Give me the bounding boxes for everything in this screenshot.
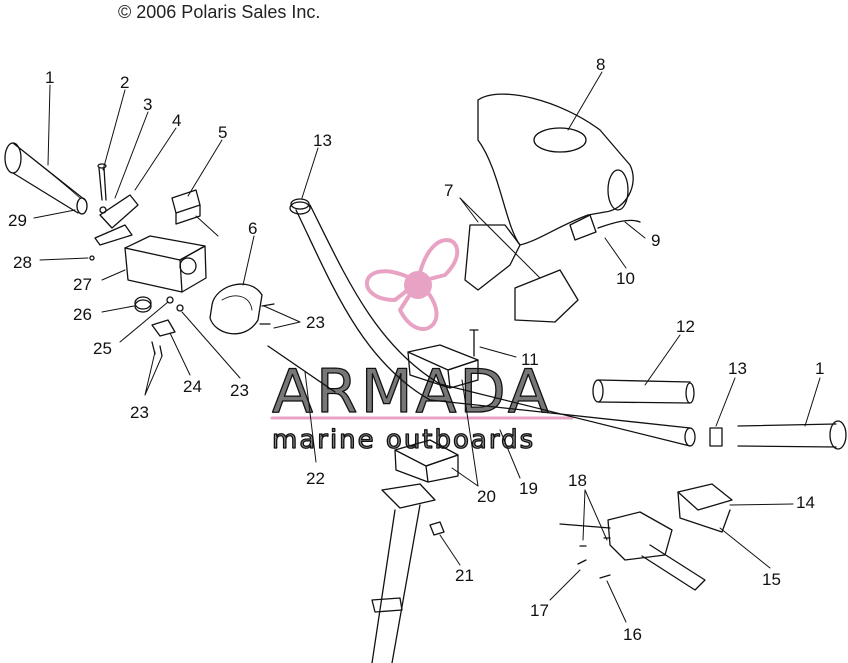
left-grip: [4, 142, 88, 215]
callout-24: 24: [183, 377, 202, 396]
handlebar-19: [289, 201, 696, 447]
callout-23-throttle: 23: [306, 313, 325, 332]
callout-4: 4: [172, 111, 181, 130]
clamp-20-lower: [394, 439, 459, 483]
callout-1-right: 1: [815, 359, 824, 378]
callout-26: 26: [73, 305, 92, 324]
screw-28: [89, 255, 95, 261]
brake-master-cylinder: [559, 511, 706, 591]
screw-23-left: [176, 304, 184, 312]
callout-22: 22: [306, 469, 325, 488]
callout-20: 20: [477, 487, 496, 506]
cover-7-upper: [464, 224, 521, 291]
callout-6: 6: [248, 219, 257, 238]
watermark-tagline: marine outboards: [272, 425, 535, 455]
callout-16: 16: [623, 625, 642, 644]
callout-29: 29: [8, 211, 27, 230]
callout-11: 11: [521, 350, 539, 369]
armada-watermark: ARMADA marine outboards: [270, 238, 574, 456]
callout-1-left: 1: [45, 68, 54, 87]
plug-13-left: [290, 198, 310, 210]
screws-23: [151, 341, 163, 357]
wire-9: [597, 219, 641, 229]
plug-13-right: [709, 427, 723, 447]
clamp-20-upper: [407, 344, 479, 389]
callout-28: 28: [13, 253, 32, 272]
cable-22: [267, 345, 336, 393]
cap-24: [151, 319, 176, 337]
steering-post: [371, 483, 436, 663]
callout-2: 2: [120, 73, 129, 92]
callout-18: 18: [568, 471, 587, 490]
throttle-housing-6: [209, 283, 263, 335]
callout-13-left: 13: [313, 131, 332, 150]
callout-21: 21: [455, 566, 474, 585]
callout-7: 7: [444, 181, 453, 200]
watermark-brand: ARMADA: [272, 357, 552, 427]
propeller-logo-icon: [365, 238, 460, 331]
switch-5: [171, 189, 219, 237]
screws-16-17: [577, 559, 611, 579]
callout-5: 5: [218, 123, 227, 142]
switch-housing-27: [124, 235, 207, 293]
clip-10: [569, 214, 597, 241]
bracket-4: [94, 194, 139, 246]
screw-2: [97, 163, 107, 201]
callout-19: 19: [519, 479, 538, 498]
handlebar-cover-8: [477, 93, 634, 246]
copyright-text: © 2006 Polaris Sales Inc.: [118, 2, 321, 22]
nut-26: [134, 296, 152, 313]
grip-12: [592, 379, 695, 404]
callout-13-right: 13: [728, 359, 747, 378]
screws-18: [579, 537, 611, 547]
bolt-11: [469, 329, 479, 357]
callout-9: 9: [651, 231, 660, 250]
callout-3: 3: [143, 95, 152, 114]
grip-1-right: [737, 420, 847, 450]
callout-23-cap: 23: [130, 403, 149, 422]
callout-14: 14: [796, 493, 815, 512]
reservoir-cover-14: [677, 483, 733, 533]
callout-23-center: 23: [230, 381, 249, 400]
nut-21: [429, 521, 445, 536]
cover-7-lower: [514, 269, 579, 323]
callout-10: 10: [616, 269, 635, 288]
callout-8: 8: [596, 55, 605, 74]
leader-lines: [33, 71, 821, 623]
callout-25: 25: [93, 339, 112, 358]
callout-27: 27: [73, 275, 92, 294]
callout-15: 15: [762, 570, 781, 589]
callout-numbers: 1 2 3 4 5 6 7 8 9 10 11 12 13 13 1 14 15…: [8, 55, 824, 644]
callout-17: 17: [530, 601, 549, 620]
washer-25: [166, 296, 174, 304]
callout-12: 12: [676, 317, 695, 336]
